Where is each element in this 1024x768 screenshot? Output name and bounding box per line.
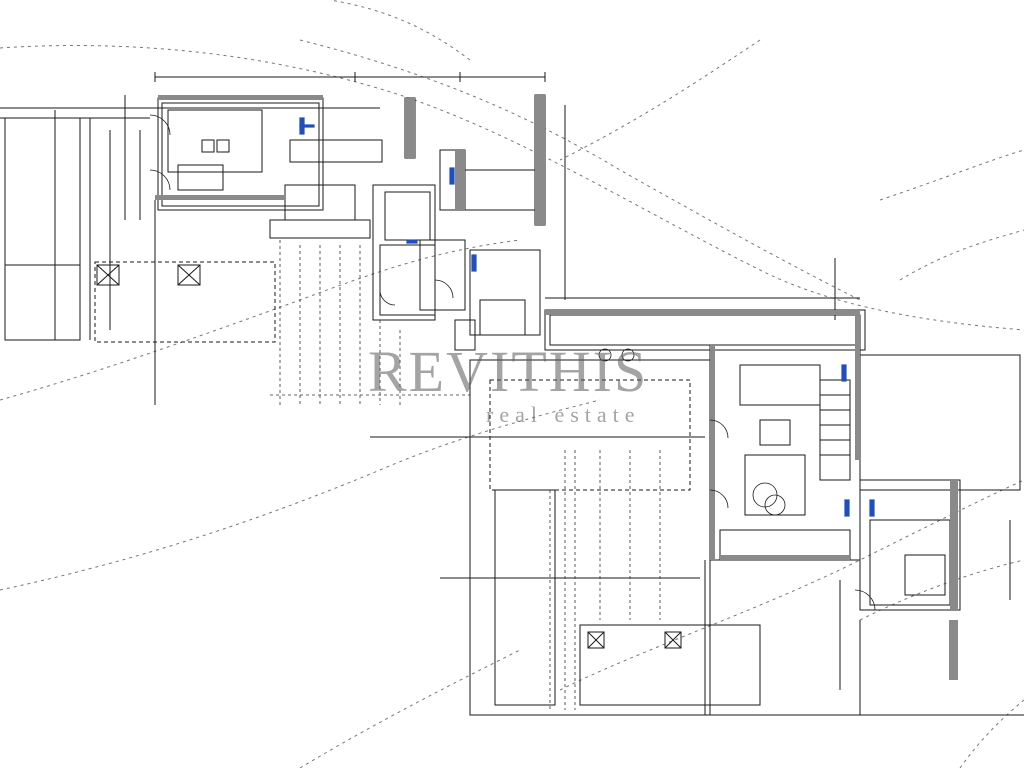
lower-pool-area xyxy=(469,359,1024,716)
dimension-lines xyxy=(54,72,1011,690)
stone-wall-hatch xyxy=(155,95,958,680)
blue-markers xyxy=(299,117,875,517)
watermark-logo: REVITHIS xyxy=(368,339,649,404)
upper-wing-walls xyxy=(157,94,546,351)
pool-deck-grid-lower xyxy=(549,450,661,710)
door-swings xyxy=(149,114,876,611)
watermark-tagline: real estate xyxy=(486,402,641,427)
pool-deck-grid-upper xyxy=(270,240,470,405)
lower-ground-pool-left xyxy=(0,107,380,405)
lower-wing-walls xyxy=(544,309,1021,680)
